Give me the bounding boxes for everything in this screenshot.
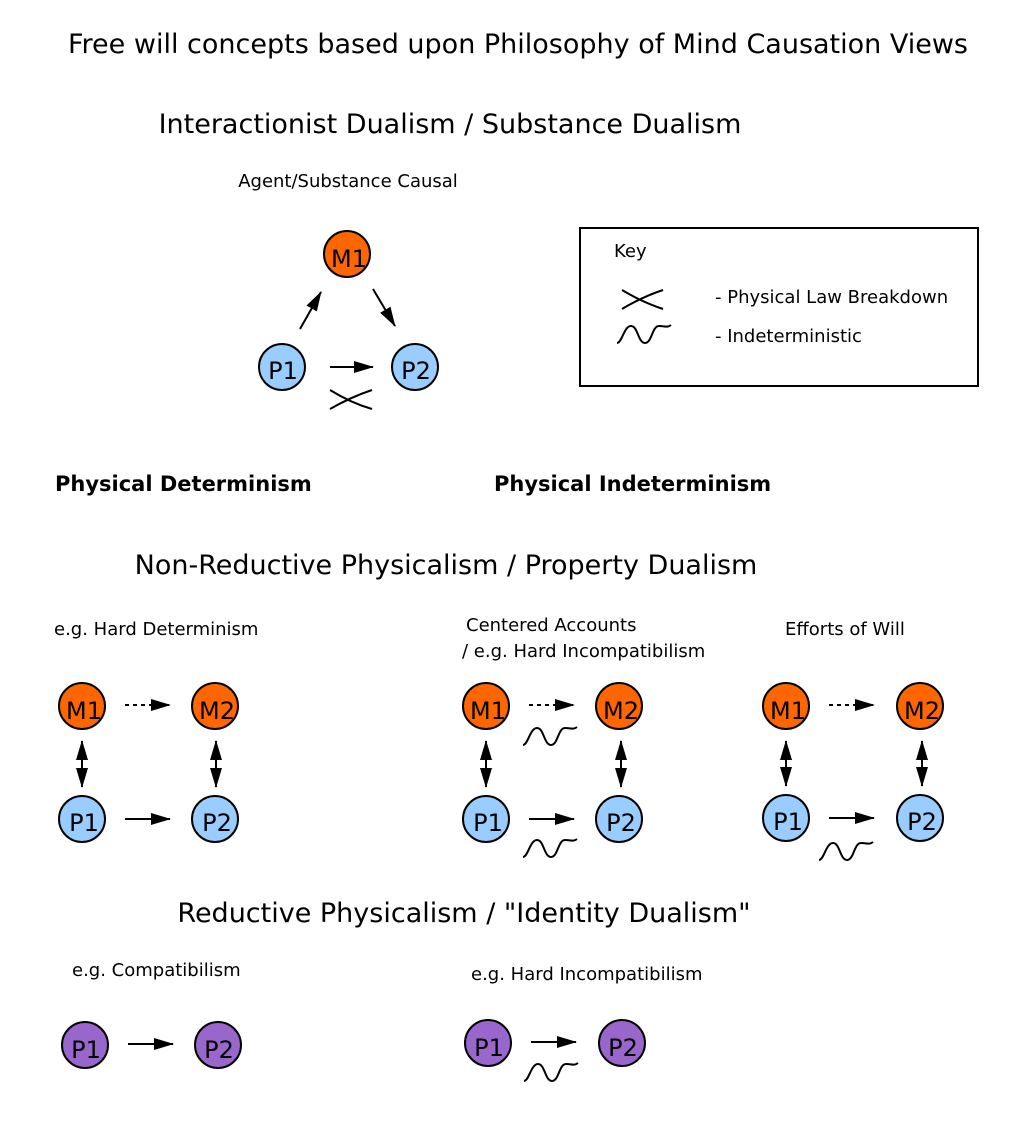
- node-m2: [595, 682, 643, 730]
- non-reductive-diagram-1: M1 M2 P1 P2: [58, 682, 239, 843]
- node-p1-label: P1: [473, 809, 503, 837]
- diagram-caption: Centered Accounts: [466, 615, 636, 636]
- non-reductive-heading: Non-Reductive Physicalism / Property Dua…: [135, 550, 758, 581]
- node-m1-label: M1: [770, 697, 806, 725]
- non-reductive-diagram-3: M1 M2 P1 P2: [762, 682, 944, 862]
- node-p1: [258, 343, 306, 391]
- arrow-p1-m1: [299, 291, 322, 330]
- node-m2: [896, 682, 944, 730]
- node-m1: [323, 230, 371, 278]
- node-m1: [762, 682, 810, 730]
- node-p1: [462, 795, 510, 843]
- node-p1: [61, 1021, 109, 1069]
- node-p1: [464, 1019, 512, 1067]
- diagram-caption-line2: / e.g. Hard Incompatibilism: [462, 641, 705, 662]
- column-indeterminism: Physical Indeterminism: [494, 472, 771, 496]
- key-box: Key - Physical Law Breakdown - Indetermi…: [579, 227, 979, 387]
- diagram-caption: e.g. Hard Incompatibilism: [471, 964, 702, 985]
- wave-icon: [818, 841, 874, 862]
- node-p2: [595, 795, 643, 843]
- interactionist-heading: Interactionist Dualism / Substance Duali…: [159, 109, 742, 140]
- node-m2: [191, 682, 239, 730]
- node-p2: [598, 1019, 646, 1067]
- wave-icon: [522, 838, 578, 859]
- interactionist-diagram: M1 P1 P2: [258, 230, 439, 410]
- diagram-caption: e.g. Hard Determinism: [54, 619, 258, 640]
- column-determinism: Physical Determinism: [55, 472, 312, 496]
- node-m1-label: M1: [66, 697, 102, 725]
- reductive-diagram-1: P1 P2: [61, 1021, 242, 1069]
- node-p1-label: P1: [773, 808, 803, 836]
- node-p2-label: P2: [608, 1034, 638, 1062]
- node-p1: [58, 795, 106, 843]
- node-p2-label: P2: [202, 809, 232, 837]
- arrow-m1-p2: [372, 288, 396, 327]
- node-p2-label: P2: [606, 809, 636, 837]
- wave-icon: [616, 324, 672, 345]
- node-p1-label: P1: [474, 1034, 504, 1062]
- diagram-caption: e.g. Compatibilism: [72, 960, 241, 981]
- node-m1: [462, 682, 510, 730]
- reductive-heading: Reductive Physicalism / "Identity Dualis…: [177, 898, 750, 929]
- node-p2-label: P2: [204, 1036, 234, 1064]
- cross-icon: [621, 289, 664, 310]
- node-m2-label: M2: [199, 697, 235, 725]
- node-m2-label: M2: [603, 697, 639, 725]
- node-p2: [391, 343, 439, 391]
- node-m2-label: M2: [904, 697, 940, 725]
- wave-icon: [523, 1062, 579, 1083]
- node-m1-label: M1: [470, 697, 506, 725]
- node-p1-label: P1: [71, 1036, 101, 1064]
- node-p2: [191, 795, 239, 843]
- node-p2: [896, 794, 944, 842]
- key-title: Key: [614, 241, 647, 262]
- diagram-caption: Efforts of Will: [785, 619, 905, 640]
- node-m1-label: M1: [331, 245, 367, 273]
- node-p1: [762, 794, 810, 842]
- reductive-diagram-2: P1 P2: [464, 1019, 646, 1083]
- key-item-label: - Indeterministic: [715, 326, 862, 347]
- node-p1-label: P1: [268, 357, 298, 385]
- node-p2-label: P2: [907, 808, 937, 836]
- wave-icon: [522, 726, 578, 747]
- page-title: Free will concepts based upon Philosophy…: [68, 29, 968, 60]
- node-p1-label: P1: [69, 809, 99, 837]
- key-item-label: - Physical Law Breakdown: [715, 287, 948, 308]
- node-p2: [194, 1021, 242, 1069]
- non-reductive-diagram-2: M1 M2 P1 P2: [462, 682, 643, 859]
- node-p2-label: P2: [401, 357, 431, 385]
- node-m1: [58, 682, 106, 730]
- cross-icon: [329, 389, 373, 410]
- interactionist-caption: Agent/Substance Causal: [238, 171, 458, 192]
